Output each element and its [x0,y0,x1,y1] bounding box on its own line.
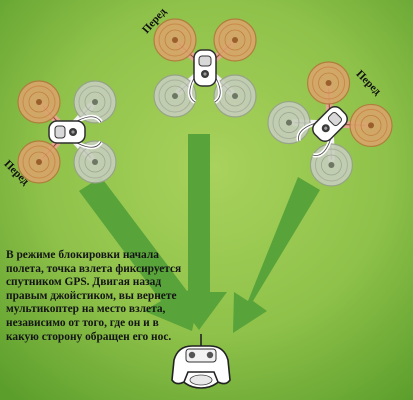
arrow-center [171,134,227,330]
arrow-right [233,177,320,333]
description-text: В режиме блокировки начала полета, точка… [6,249,182,343]
remote-controller-icon [171,334,231,389]
